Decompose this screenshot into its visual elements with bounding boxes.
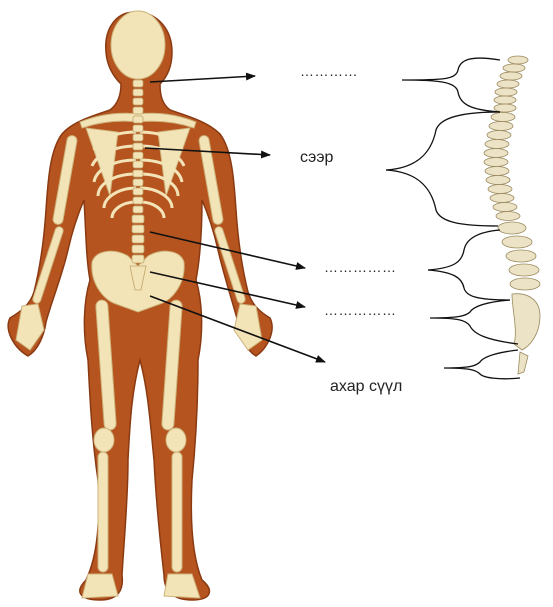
brace-lumbar bbox=[428, 230, 510, 300]
left-tibia bbox=[98, 452, 108, 572]
skull bbox=[111, 11, 165, 79]
brace-coccyx bbox=[444, 350, 520, 379]
label-lumbar-blank: …………… bbox=[324, 259, 397, 275]
brace-thoracic bbox=[386, 112, 500, 226]
label-coccyx: ахар сүүл bbox=[330, 378, 402, 396]
right-tibia bbox=[172, 452, 182, 572]
label-cervical-blank: ………… bbox=[300, 63, 358, 79]
label-thoracic: сээр bbox=[300, 149, 333, 167]
vertebral-column bbox=[484, 56, 540, 374]
right-knee bbox=[166, 428, 186, 452]
label-sacrum-blank: …………… bbox=[324, 302, 397, 318]
left-foot bbox=[82, 574, 118, 598]
brace-sacrum bbox=[430, 300, 518, 344]
brace-cervical bbox=[402, 58, 500, 112]
left-knee bbox=[94, 428, 114, 452]
